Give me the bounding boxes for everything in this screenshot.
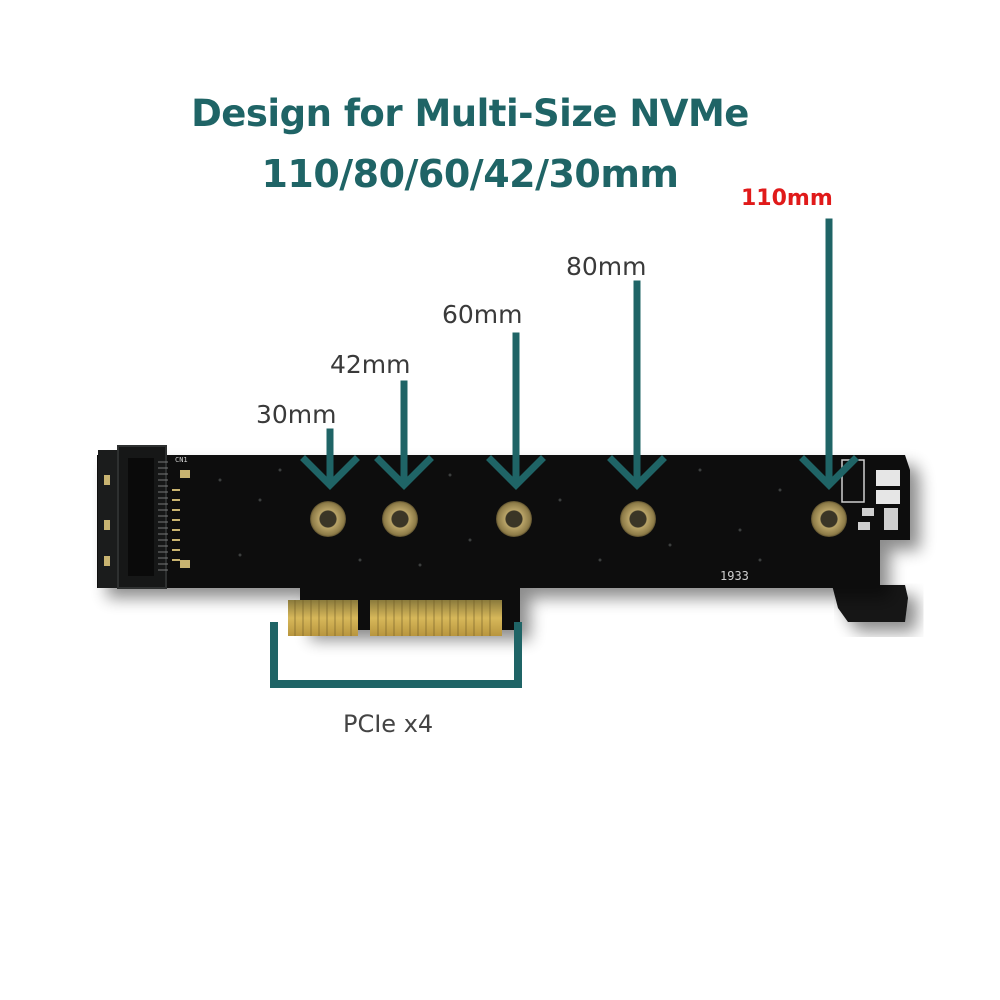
arrow-110mm-icon bbox=[799, 218, 859, 490]
arrow-30mm-icon bbox=[300, 428, 360, 490]
screw-post-components bbox=[841, 459, 900, 530]
pcie-bracket-marker bbox=[270, 622, 522, 688]
bracket-tab bbox=[832, 585, 908, 622]
board-part-number: 1933 bbox=[720, 569, 749, 583]
size-label-110mm: 110mm bbox=[741, 186, 833, 211]
arrow-60mm-icon bbox=[486, 332, 546, 490]
size-label-80mm: 80mm bbox=[566, 252, 647, 281]
arrow-42mm-icon bbox=[374, 380, 434, 490]
mounting-pads bbox=[310, 501, 847, 537]
pcie-x4-label: PCIe x4 bbox=[343, 710, 434, 738]
pointer-arrows bbox=[300, 218, 859, 490]
size-label-42mm: 42mm bbox=[330, 350, 411, 379]
headline-line-2: 110/80/60/42/30mm bbox=[261, 152, 679, 196]
connector-silkscreen: CN1 bbox=[175, 456, 188, 464]
pcie-gold-fingers bbox=[288, 600, 502, 636]
size-label-30mm: 30mm bbox=[256, 400, 337, 429]
board-vias bbox=[218, 468, 782, 567]
size-label-60mm: 60mm bbox=[442, 300, 523, 329]
arrow-80mm-icon bbox=[607, 280, 667, 490]
headline-line-1: Design for Multi-Size NVMe bbox=[191, 92, 749, 135]
pcb-board bbox=[97, 455, 910, 630]
m2-slot-connector bbox=[98, 445, 190, 589]
